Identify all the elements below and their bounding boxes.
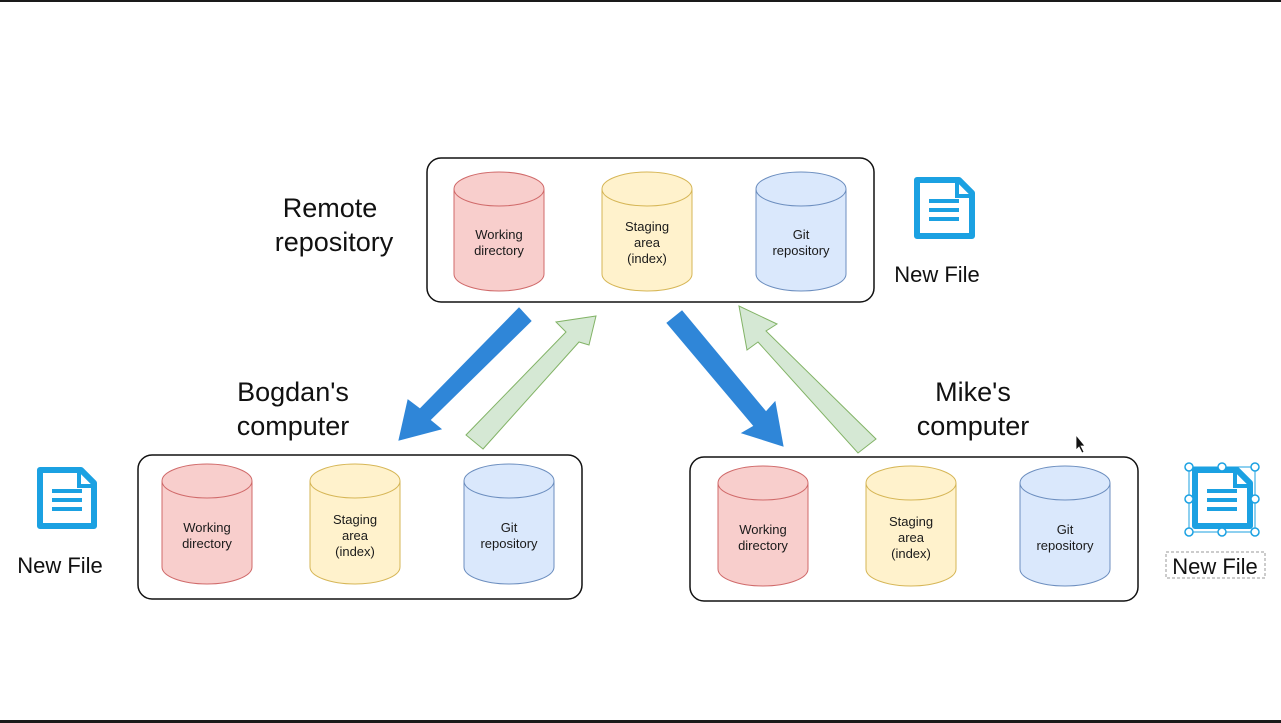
svg-text:(index): (index) — [891, 546, 931, 561]
bogdan-staging-area[interactable]: Staging area (index) — [309, 463, 401, 585]
bogdan-git-repository[interactable]: Git repository — [463, 463, 555, 585]
svg-text:directory: directory — [182, 536, 232, 551]
svg-text:Git: Git — [793, 227, 810, 242]
resize-handle-n — [1217, 462, 1227, 472]
svg-text:Git: Git — [1057, 522, 1074, 537]
resize-handle-w — [1184, 494, 1194, 504]
svg-text:area: area — [342, 528, 369, 543]
mike-new-file[interactable]: New File — [1165, 462, 1266, 579]
mike-git-repository[interactable]: Git repository — [1019, 465, 1111, 587]
mike-working-directory[interactable]: Working directory — [717, 465, 809, 587]
svg-text:Staging: Staging — [333, 512, 377, 527]
mike-new-file-label: New File — [1172, 554, 1258, 579]
svg-text:repository: repository — [772, 243, 830, 258]
svg-text:computer: computer — [237, 411, 350, 441]
svg-text:Staging: Staging — [889, 514, 933, 529]
svg-text:(index): (index) — [627, 251, 667, 266]
mouse-pointer-icon — [1075, 433, 1086, 454]
resize-handle-nw — [1184, 462, 1194, 472]
top-border — [0, 0, 1281, 2]
mike-computer-label: Mike's computer — [917, 377, 1030, 441]
label-selection-box — [1165, 551, 1266, 579]
remote-repository-label: Remote repository — [275, 193, 394, 257]
document-icon — [1192, 467, 1253, 529]
bogdan-working-directory[interactable]: Working directory — [161, 463, 253, 585]
svg-text:repository: repository — [1036, 538, 1094, 553]
svg-text:Working: Working — [183, 520, 230, 535]
remote-staging-area[interactable]: Staging area (index) — [601, 171, 693, 292]
svg-text:directory: directory — [474, 243, 524, 258]
resize-handle-sw — [1184, 527, 1194, 537]
svg-text:computer: computer — [917, 411, 1030, 441]
selection-handles[interactable] — [1184, 462, 1260, 537]
svg-text:Working: Working — [475, 227, 522, 242]
svg-text:area: area — [634, 235, 661, 250]
mike-staging-area[interactable]: Staging area (index) — [865, 465, 957, 587]
arrow-remote-to-bogdan[interactable] — [398, 307, 532, 441]
resize-handle-se — [1250, 527, 1260, 537]
svg-text:repository: repository — [275, 227, 394, 257]
document-icon — [37, 467, 97, 529]
remote-new-file-label: New File — [894, 262, 980, 287]
remote-working-directory[interactable]: Working directory — [453, 171, 545, 292]
svg-text:Staging: Staging — [625, 219, 669, 234]
svg-text:Working: Working — [739, 522, 786, 537]
arrow-mike-to-remote[interactable] — [738, 305, 877, 454]
arrow-bogdan-to-remote[interactable] — [465, 315, 597, 450]
svg-text:Git: Git — [501, 520, 518, 535]
document-icon — [914, 177, 975, 239]
svg-text:Bogdan's: Bogdan's — [237, 377, 349, 407]
svg-text:Mike's: Mike's — [935, 377, 1011, 407]
resize-handle-e — [1250, 494, 1260, 504]
remote-git-repository[interactable]: Git repository — [755, 171, 847, 292]
bogdan-new-file[interactable]: New File — [17, 467, 103, 578]
remote-new-file[interactable]: New File — [894, 177, 980, 287]
svg-text:directory: directory — [738, 538, 788, 553]
svg-text:(index): (index) — [335, 544, 375, 559]
bogdan-computer-label: Bogdan's computer — [237, 377, 350, 441]
bottom-border — [0, 720, 1281, 723]
arrow-remote-to-mike[interactable] — [666, 310, 784, 447]
resize-handle-s — [1217, 527, 1227, 537]
svg-text:area: area — [898, 530, 925, 545]
svg-text:repository: repository — [480, 536, 538, 551]
bogdan-new-file-label: New File — [17, 553, 103, 578]
resize-handle-ne — [1250, 462, 1260, 472]
svg-text:Remote: Remote — [283, 193, 378, 223]
